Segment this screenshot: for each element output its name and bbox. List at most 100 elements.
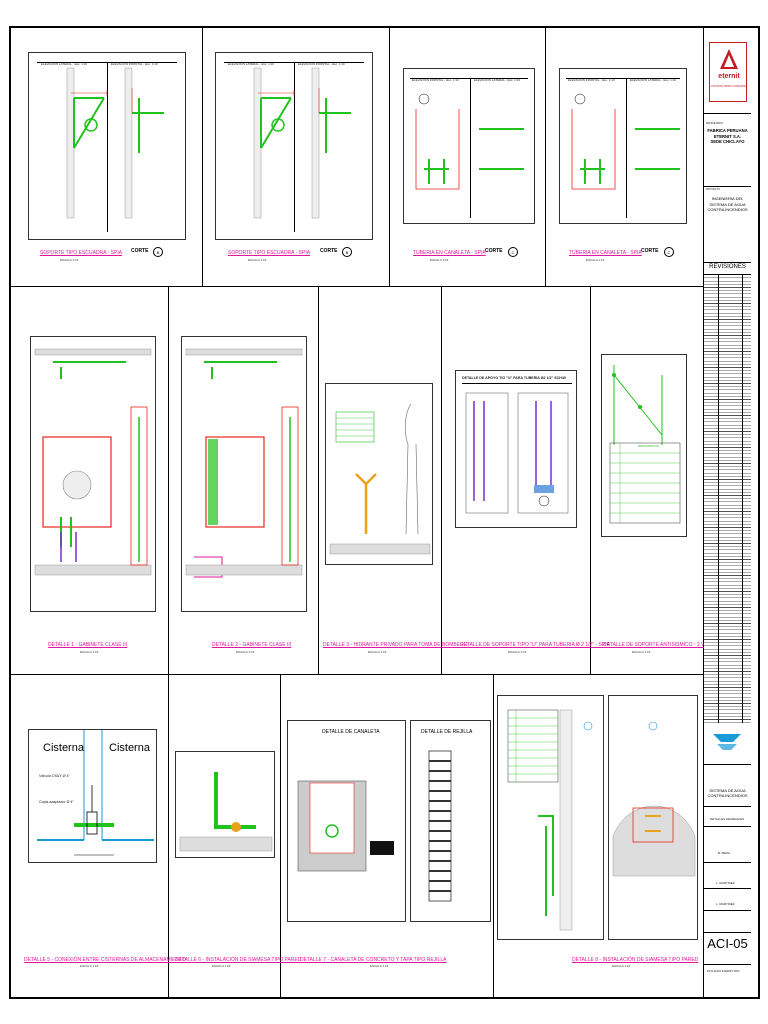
channel-drawing: [415, 93, 524, 190]
view-header: ELEVACIÓN FRONTAL - Esc. 1:10: [111, 62, 158, 66]
owner-line: FABRICA PERUANA: [707, 128, 748, 133]
reviewer-name: L. MARTINEZ: [716, 902, 735, 906]
drawing-frame: DETALLE DE REJILLA: [410, 720, 491, 922]
section-label: CORTE: [320, 248, 338, 254]
drawing-frame: [325, 383, 433, 565]
bracket-drawing: [66, 67, 164, 219]
view-header: ELEVACIÓN LATERAL - Esc. 1:10: [474, 78, 520, 82]
project-name: INGENIERIA DEL SISTEMA DE AGUA CONTRA IN…: [704, 196, 751, 213]
project-label: PROYECTO: [706, 188, 720, 191]
project-line: SISTEMA DE AGUA: [709, 201, 746, 207]
u-support-drawing: [465, 392, 569, 514]
cistern-connection-drawing: [37, 730, 154, 856]
detail-scale: ESCALA 1:15: [586, 258, 605, 262]
grating-drawing: [428, 750, 452, 902]
detail-caption: TUBERIA EN CANALETA - SPIA: [569, 250, 642, 256]
logo-box: eternit CONSTRUYENDO CONFIANZA: [709, 42, 747, 102]
channel-section-drawing: [297, 780, 394, 872]
detail-caption: DETALLE 6 - INSTALACIÓN DE SIAMESA TIPO …: [175, 957, 302, 963]
detail-scale: ESCALA 1:15: [236, 650, 255, 654]
adapter-note: Copla adaptador Ø 4": [39, 800, 74, 804]
revisions-label: REVISIONES: [709, 264, 746, 270]
detail-label: DETALLES GENERALES: [710, 817, 745, 821]
drawing-frame: Cisterna Cisterna Válvula OS&Y Ø 4" Copl…: [28, 729, 157, 863]
subject-line: CONTRA INCENDIOS: [707, 793, 748, 798]
drawing-frame: ELEVACIÓN LATERAL - Esc. 1:10 ELEVACIÓN …: [215, 52, 373, 240]
sheet-subject: SISTEMA DE AGUA CONTRA INCENDIOS: [704, 788, 751, 798]
hydrant-drawing: [329, 403, 431, 555]
cabinet-drawing: [185, 348, 303, 578]
bracket-drawing: [253, 67, 351, 219]
view-header: ELEVACIÓN LATERAL - Esc. 1:10: [41, 62, 87, 66]
drawing-frame: DETALLE DE APOYO TIO "U" PARA TUBERIA Ø2…: [455, 370, 577, 528]
logo-area: eternit CONSTRUYENDO CONFIANZA: [704, 36, 751, 114]
detail-caption: DETALLE DE SOPORTE TIPO "U" PARA TUBERIA…: [460, 642, 610, 648]
view-header: ELEVACIÓN FRONTAL - Esc. 1:10: [412, 78, 459, 82]
detail-scale: ESCALA 1:15: [368, 650, 387, 654]
row-divider-1: [11, 286, 704, 287]
drawer-name: L. MARTINEZ: [716, 881, 735, 885]
detail-caption: DETALLE 2 - GABINETE CLASE III: [212, 642, 292, 648]
logo-subtext: CONSTRUYENDO CONFIANZA: [710, 85, 748, 88]
detail-scale: ESCALA 1:15: [430, 258, 449, 262]
drawing-frame: ELEVACIÓN LATERAL - Esc. 1:10 ELEVACIÓN …: [28, 52, 186, 240]
section-label: CORTE: [485, 248, 503, 254]
detail-scale: ESCALA 1:15: [60, 258, 79, 262]
detail-scale: ESCALA 1:15: [632, 650, 651, 654]
section-label: CORTE: [131, 248, 149, 254]
project-line: INGENIERIA DEL: [711, 196, 744, 201]
drawing-frame: [30, 336, 156, 612]
detail-caption: DETALLE 3 - HIDRANTE PRIVADO PARA TOMA D…: [323, 642, 468, 648]
drawing-sheet: [9, 26, 760, 999]
valve-note: Válvula OS&Y Ø 4": [39, 774, 70, 778]
view-header: ELEVACIÓN FRONTAL - Esc. 1:10: [298, 62, 345, 66]
drawing-frame: DESCRIPCION: [601, 354, 687, 537]
detail-scale: ESCALA 1:15: [248, 258, 267, 262]
cistern-label: Cisterna: [109, 742, 150, 754]
drawing-frame: ELEVACIÓN FRONTAL - Esc. 1:10 ELEVACIÓN …: [403, 68, 535, 224]
view-header: ELEVACIÓN LATERAL - Esc. 1:10: [630, 78, 676, 82]
detail-scale: ESCALA 1:15: [212, 964, 231, 968]
detail-title: DETALLE DE APOYO TIO "U" PARA TUBERIA Ø2…: [462, 376, 566, 380]
detail-scale: ESCALA 1:15: [370, 964, 389, 968]
drawing-frame: [181, 336, 307, 612]
owner-name: FABRICA PERUANA ETERNIT S.A. SEDE CHICLA…: [704, 128, 751, 145]
detail-caption: TUBERIA EN CANALETA - SPIA: [413, 250, 486, 256]
view-header: ELEVACIÓN FRONTAL - Esc. 1:10: [568, 78, 615, 82]
cabinet-drawing: [34, 348, 152, 576]
sidebar-divider: [703, 28, 704, 997]
siamese-front-drawing: [612, 721, 696, 877]
section-marker: C: [664, 247, 674, 257]
detail-scale: ESCALA 1:15: [612, 964, 631, 968]
revisions-table: [704, 274, 751, 723]
section-label: CORTE: [641, 248, 659, 254]
drawing-frame: [608, 695, 698, 940]
table-header: DESCRIPCION: [638, 444, 659, 448]
detail-caption: DETALLE DE SOPORTE ANTISISMICO - 2 VIAS: [603, 642, 713, 648]
detail-scale: ESCALA 1:15: [80, 650, 99, 654]
seismic-brace-drawing: [609, 365, 681, 524]
eternit-logo-icon: [720, 49, 738, 69]
owner-line: SEDE CHICLAYO: [710, 139, 745, 144]
detail-caption: SOPORTE TIPO ESCUADRA - SPIA: [228, 250, 311, 256]
subtitle: DETALLE DE CANALETA: [322, 729, 380, 735]
designer-name: B. MEZA: [718, 851, 731, 855]
subtitle: DETALLE DE REJILLA: [421, 729, 473, 735]
owner-label: PROPIETARIO: [706, 122, 723, 125]
sheet-code: ACI-05: [707, 936, 748, 951]
section-marker: B: [153, 247, 163, 257]
project-line: CONTRA INCENDIOS: [707, 207, 748, 212]
drawing-frame: [497, 695, 604, 940]
cistern-label: Cisterna: [43, 742, 84, 754]
section-marker: C: [508, 247, 518, 257]
drawing-frame: [175, 751, 275, 858]
row-divider-2: [11, 674, 704, 675]
detail-caption: DETALLE 7 - CANALETA DE CONCRETO Y TAPA …: [300, 957, 447, 963]
view-header: ELEVACIÓN LATERAL - Esc. 1:10: [228, 62, 274, 66]
contractor-logo-icon: [707, 728, 748, 760]
detail-scale: ESCALA 1:15: [508, 650, 527, 654]
detail-scale: ESCALA 1:15: [80, 964, 99, 968]
drawing-frame: DETALLE DE CANALETA: [287, 720, 406, 922]
section-marker: B: [342, 247, 352, 257]
siamese-drawing: [179, 772, 273, 852]
